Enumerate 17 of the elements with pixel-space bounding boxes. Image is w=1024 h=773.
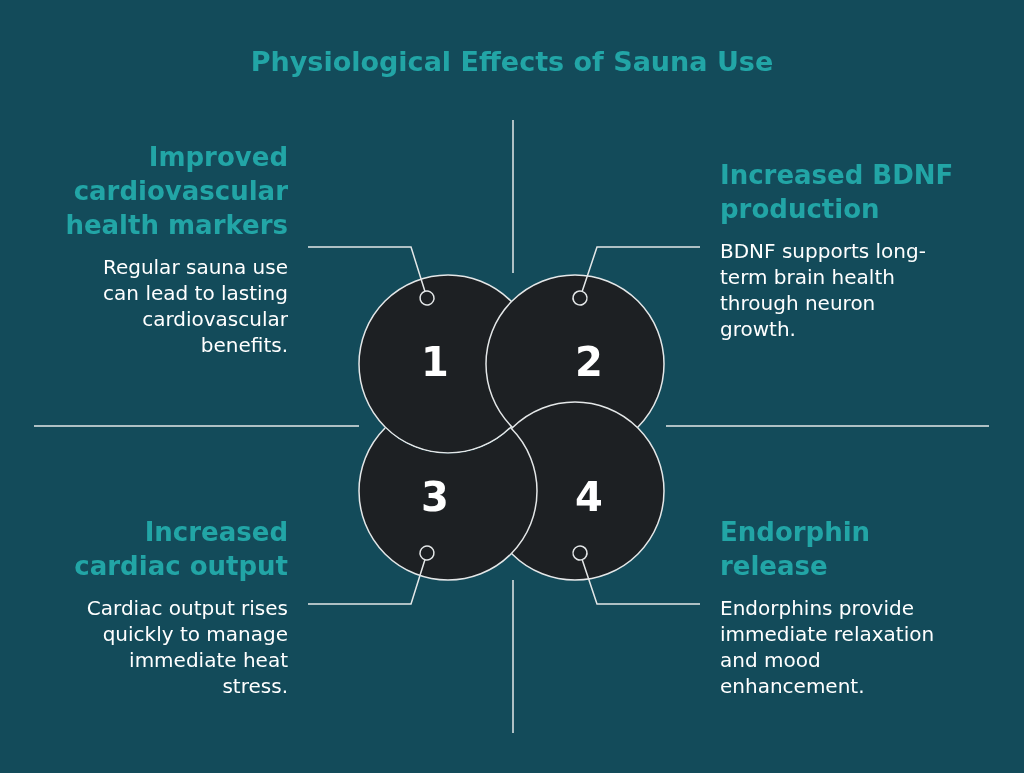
leader-line	[307, 246, 435, 306]
step-number: 2	[575, 342, 603, 382]
effect-heading: Increased cardiac output	[73, 516, 288, 583]
step-number: 3	[421, 477, 449, 517]
effect-description: BDNF supports long-term brain health through neuron growth.	[720, 238, 927, 342]
effect-heading: Increased BDNF production	[720, 159, 955, 226]
leader-line	[307, 545, 435, 605]
step-number: 1	[421, 342, 449, 382]
title: Physiological Effects of Sauna Use	[250, 45, 774, 79]
effect-description: Regular sauna use can lead to lasting cardiovascular benefits.	[101, 254, 288, 358]
effect-heading: Improved cardiovascular health markers	[64, 141, 288, 242]
step-number: 4	[575, 477, 603, 517]
effect-description: Endorphins provide immediate relaxation and mood enhancement.	[720, 595, 936, 699]
effect-heading: Endorphin release	[720, 516, 872, 583]
effect-description: Cardiac output rises quickly to manage immediate heat stress.	[85, 595, 288, 699]
leader-line	[572, 545, 701, 605]
leader-line	[572, 246, 701, 306]
